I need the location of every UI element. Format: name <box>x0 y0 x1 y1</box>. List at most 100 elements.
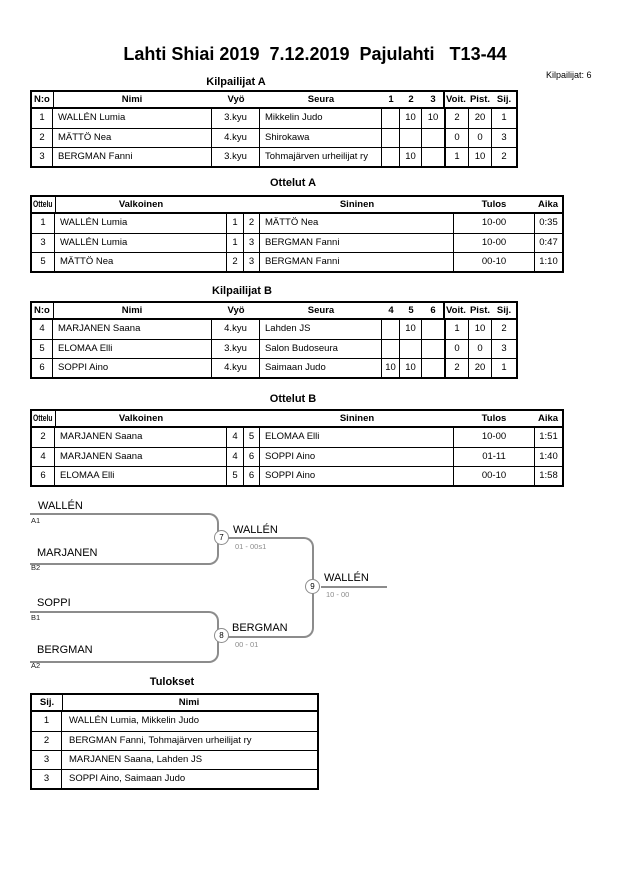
divider <box>53 92 54 107</box>
bracket-seed-code: B1 <box>31 613 41 622</box>
bracket-match-score: 00 - 01 <box>235 640 259 649</box>
cell: SOPPI Aino <box>260 447 454 466</box>
cell: 6 <box>244 447 260 466</box>
bracket-match-number: 9 <box>305 579 320 594</box>
col-header: Sij. <box>496 94 512 105</box>
cell: MARJANEN Saana <box>55 428 227 447</box>
cell: 3 <box>244 233 260 252</box>
cell: 1:58 <box>535 466 562 485</box>
cell: WALLÉN Lumia <box>55 233 227 252</box>
cell: 3.kyu <box>212 109 260 128</box>
bracket-final-winner-line <box>321 586 387 588</box>
cell <box>382 320 400 339</box>
col-header: Sininen <box>339 199 375 210</box>
cell: 0 <box>444 128 469 147</box>
cell: SOPPI Aino <box>53 358 212 377</box>
bracket-seed-name: MARJANEN <box>37 547 98 559</box>
cell: ELOMAA Elli <box>260 428 454 447</box>
cell: 10 <box>427 112 439 123</box>
cell: ELOMAA Elli <box>55 466 227 485</box>
cell <box>422 128 444 147</box>
cell: 2 <box>32 731 62 750</box>
bracket-seed-name: WALLÉN <box>38 500 83 512</box>
cell: 4 <box>32 447 55 466</box>
cell: 4 <box>227 447 244 466</box>
cell: 0 <box>469 339 492 358</box>
col-header: Tulos <box>481 413 507 424</box>
cell: 3 <box>492 128 516 147</box>
cell: 2 <box>32 128 53 147</box>
cell: 1:51 <box>539 431 558 442</box>
cell: WALLÉN Lumia, Mikkelin Judo <box>69 715 200 726</box>
section-heading-kilpailijat-b: Kilpailijat B <box>212 285 272 297</box>
cell: 10 <box>400 147 422 166</box>
cell: 1 <box>32 214 55 233</box>
cell: 1 <box>32 712 62 731</box>
kilpailijat-a-table: N:o Nimi Vyö Seura 1 2 3 Voit. Pist. Sij… <box>30 90 518 168</box>
page-title: Lahti Shiai 2019 7.12.2019 Pajulahti T13… <box>123 44 507 64</box>
cell: 10 <box>469 320 492 339</box>
cell: 3 <box>244 252 260 271</box>
col-header: 5 <box>408 305 414 316</box>
cell: 4.kyu <box>212 320 260 339</box>
bracket-winner-name: BERGMAN <box>232 622 288 634</box>
cell: 10 <box>469 147 492 166</box>
bracket-seed-name: SOPPI <box>37 597 71 609</box>
cell: 2 <box>244 214 260 233</box>
cell: 0:35 <box>539 217 558 228</box>
col-header: Valkoinen <box>118 413 164 424</box>
cell: 20 <box>469 358 492 377</box>
cell: 1 <box>227 214 244 233</box>
cell: 3 <box>32 147 53 166</box>
cell: 4.kyu <box>212 358 260 377</box>
cell: 2 <box>444 358 469 377</box>
cell <box>400 339 422 358</box>
cell: WALLÉN Lumia <box>55 214 227 233</box>
cell: 6 <box>244 466 260 485</box>
cell: 5 <box>244 428 260 447</box>
cell <box>422 147 444 166</box>
col-header: Sij. <box>39 697 55 708</box>
cell: 10 <box>382 358 400 377</box>
cell <box>422 320 444 339</box>
cell: 10 <box>400 109 422 128</box>
cell: 10-00 <box>454 214 535 233</box>
bracket-seed-code: B2 <box>31 563 41 572</box>
cell: 3.kyu <box>212 339 260 358</box>
col-header: Seura <box>307 305 335 316</box>
bracket-winner-name: WALLÉN <box>233 524 278 536</box>
table-header: N:o Nimi Vyö Seura 1 2 3 Voit. Pist. Sij… <box>32 92 516 109</box>
col-header: Pist. <box>469 305 491 316</box>
cell: 1 <box>32 109 53 128</box>
col-header: Seura <box>307 94 335 105</box>
cell: 5 <box>32 339 53 358</box>
col-header: 4 <box>388 305 394 316</box>
section-heading-ottelut-b: Ottelut B <box>269 393 317 405</box>
col-header: Tulos <box>481 199 507 210</box>
cell: Saimaan Judo <box>260 358 382 377</box>
cell: 0 <box>469 128 492 147</box>
cell: BERGMAN Fanni <box>260 252 454 271</box>
cell: 10-00 <box>454 428 535 447</box>
cell: 10-00 <box>454 233 535 252</box>
cell: 3 <box>32 769 62 788</box>
cell: BERGMAN Fanni <box>53 147 212 166</box>
divider <box>53 303 54 318</box>
cell: MARJANEN Saana, Lahden JS <box>62 750 317 769</box>
cell: 3 <box>492 339 516 358</box>
cell <box>382 109 400 128</box>
col-header: Nimi <box>121 305 143 316</box>
cell <box>382 147 400 166</box>
cell: Mikkelin Judo <box>260 109 382 128</box>
col-header: Vyö <box>227 94 245 105</box>
bracket-seed-code: A1 <box>31 516 41 525</box>
section-heading-kilpailijat-a: Kilpailijat A <box>206 76 266 88</box>
bracket-match-score: 01 - 00s1 <box>235 542 267 551</box>
cell: MÄTTÖ Nea <box>260 214 454 233</box>
cell: 1:10 <box>535 252 562 271</box>
competitors-count: Kilpailijat: 6 <box>546 70 592 80</box>
col-header: Ottelu <box>33 199 53 209</box>
